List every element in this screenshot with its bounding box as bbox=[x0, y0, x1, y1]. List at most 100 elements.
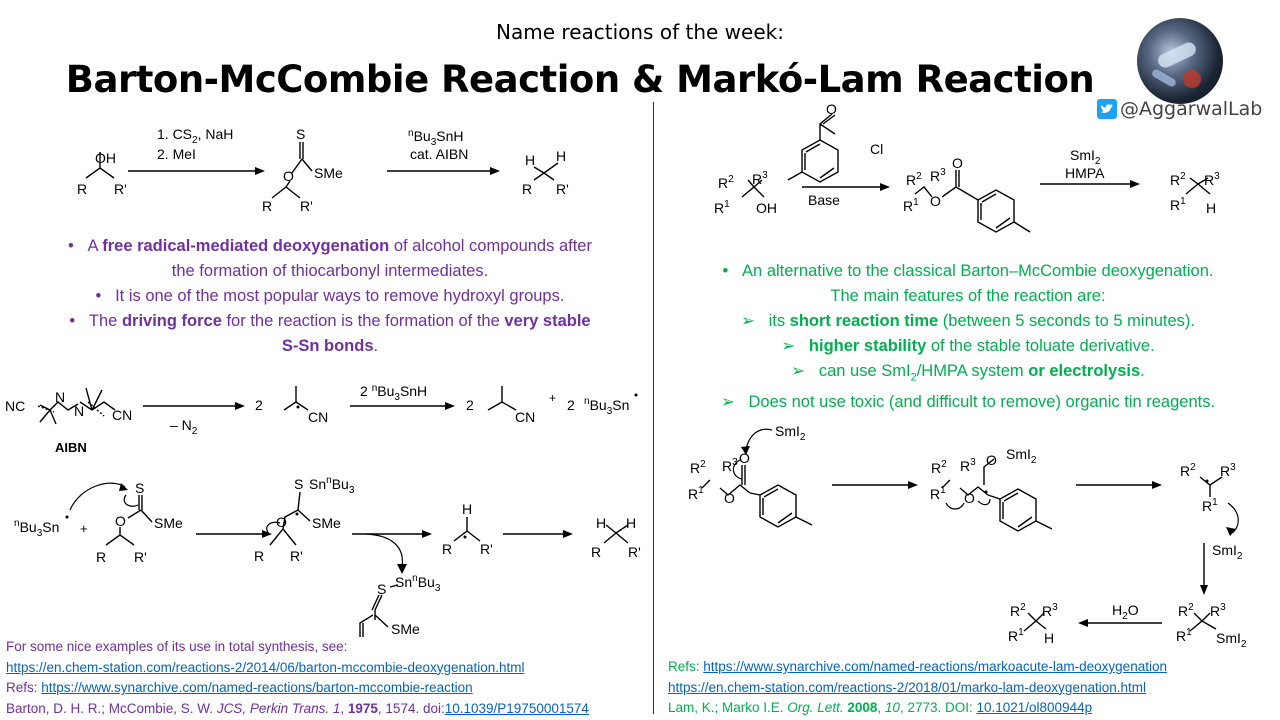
ketyl-ester-o: O bbox=[964, 490, 975, 506]
reference-link[interactable]: https://www.synarchive.com/named-reactio… bbox=[41, 680, 473, 695]
radical-dot bbox=[634, 393, 638, 397]
xanthate-sme: SMe bbox=[154, 515, 183, 531]
ester-o: O bbox=[930, 193, 941, 209]
alkane-h: H bbox=[525, 152, 535, 168]
alkane-r-prime: R' bbox=[556, 181, 569, 197]
alkane-h: H bbox=[626, 515, 636, 531]
adduct-r: R bbox=[254, 548, 264, 564]
byproduct-sn: SnnBu3 bbox=[395, 573, 441, 594]
curly-arrow bbox=[732, 459, 743, 480]
twitter-bird-icon bbox=[1097, 99, 1117, 119]
avatar-highlight bbox=[1183, 70, 1201, 88]
alcohol-r1: R1 bbox=[714, 199, 730, 216]
avatar[interactable] bbox=[1137, 18, 1223, 104]
marko-lam-scheme: O Cl Base R2 R3 R1 OH R2 R3 R1 O O SmI2 … bbox=[714, 102, 1220, 233]
ester-r2: R2 bbox=[906, 171, 922, 188]
product-cn: CN bbox=[515, 409, 535, 425]
twitter-handle[interactable]: @AggarwalLab bbox=[1097, 98, 1262, 120]
ketyl-radical bbox=[941, 458, 1053, 532]
radical-dot bbox=[295, 512, 299, 516]
bullet-item: • It is one of the most popular ways to … bbox=[95, 287, 565, 305]
reference-link[interactable]: https://en.chem-station.com/reactions-2/… bbox=[6, 659, 525, 675]
radical-r2: R2 bbox=[1180, 462, 1196, 479]
curly-arrow bbox=[69, 482, 126, 511]
radical-r: R bbox=[442, 541, 452, 557]
ketyl-smi2: SmI2 bbox=[1006, 446, 1037, 466]
adduct-s: S bbox=[294, 476, 303, 492]
tin-byproduct bbox=[359, 584, 399, 637]
bullet-item: ➢ can use SmI2/HMPA system or electrolys… bbox=[791, 362, 1145, 384]
xanthate-r-prime: R' bbox=[300, 198, 313, 214]
ketyl-o: O bbox=[986, 452, 997, 468]
radical-r3: R3 bbox=[1220, 462, 1236, 479]
tin-radical: nBu3Sn bbox=[584, 396, 629, 417]
aibn-cn: CN bbox=[112, 407, 132, 423]
bullet-item: the formation of thiocarbonyl intermedia… bbox=[171, 262, 489, 280]
adduct-sme: SMe bbox=[312, 515, 341, 531]
tin-hydride-reagent: nBu3SnH bbox=[408, 128, 463, 148]
doi-link[interactable]: 10.1039/P19750001574 bbox=[444, 700, 589, 716]
aibn-label: AIBN bbox=[55, 440, 87, 455]
toluate-ester bbox=[914, 170, 1031, 233]
reference-link[interactable]: https://www.synarchive.com/named-reactio… bbox=[703, 659, 1167, 674]
doi-link[interactable]: 10.1021/ol800944p bbox=[976, 700, 1093, 715]
radical-r1: R1 bbox=[1202, 497, 1218, 514]
arrow-head bbox=[235, 402, 245, 410]
alcohol-r2: R2 bbox=[718, 174, 734, 191]
sm-r2: R2 bbox=[1178, 602, 1194, 619]
xanthate-r-prime: R' bbox=[134, 549, 147, 565]
arrow-head bbox=[1130, 180, 1140, 188]
smi2-reagent: SmI2 bbox=[1070, 147, 1101, 167]
marko-lam-references: Refs: https://www.synarchive.com/named-r… bbox=[668, 657, 1278, 719]
arrow-head bbox=[119, 483, 128, 491]
acyl-cl: Cl bbox=[870, 141, 883, 157]
bullet-item: ➢ its short reaction time (between 5 sec… bbox=[740, 312, 1196, 330]
bullet-item: • A free radical-mediated deoxygenation … bbox=[68, 237, 592, 255]
alcohol-structure bbox=[85, 152, 115, 179]
product-r2: R2 bbox=[1170, 171, 1186, 188]
citation: Barton, D. H. R.; McCombie, S. W. JCS, P… bbox=[6, 700, 589, 716]
xanthate-r: R bbox=[96, 549, 106, 565]
byproduct-s: S bbox=[377, 581, 386, 597]
coefficient: 2 bbox=[466, 397, 474, 413]
alkane-product bbox=[1185, 177, 1211, 195]
page-title: Barton-McCombie Reaction & Markó-Lam Rea… bbox=[65, 58, 1095, 101]
arrow-head bbox=[880, 183, 890, 191]
reference-link[interactable]: https://en.chem-station.com/reactions-2/… bbox=[668, 679, 1146, 695]
coefficient: 2 bbox=[567, 397, 575, 413]
xanthate-r: R bbox=[262, 198, 272, 214]
cyanopropyl-radical bbox=[283, 386, 309, 411]
aibn-nc: NC bbox=[5, 398, 25, 414]
alkane-r1: R1 bbox=[1008, 627, 1024, 644]
nitrogen-loss: – N2 bbox=[170, 417, 198, 437]
ketyl-r3: R3 bbox=[960, 457, 976, 474]
xanthate-structure bbox=[105, 495, 153, 546]
water-reagent: H2O bbox=[1112, 602, 1139, 622]
plus-sign: + bbox=[80, 521, 88, 536]
bullet-item: S-Sn bonds. bbox=[281, 337, 379, 355]
radical-r-prime: R' bbox=[480, 541, 493, 557]
ester-carbonyl-o: O bbox=[952, 155, 963, 171]
twitter-handle-text: @AggarwalLab bbox=[1120, 98, 1263, 120]
isobutyronitrile bbox=[487, 386, 517, 411]
arrow-head bbox=[908, 481, 918, 489]
alkane-structure bbox=[533, 162, 559, 181]
bullet-item: • An alternative to the classical Barton… bbox=[722, 262, 1214, 280]
radical-dot bbox=[296, 405, 300, 409]
organosamarium bbox=[1189, 612, 1217, 632]
adduct-sn: SnnBu3 bbox=[309, 475, 355, 496]
plus-sign: + bbox=[549, 391, 556, 405]
ester-r3: R3 bbox=[722, 457, 738, 474]
adduct-radical bbox=[266, 491, 311, 546]
alkane-r: R bbox=[591, 544, 601, 560]
acyl-o: O bbox=[826, 102, 837, 117]
aibn-reagent: cat. AIBN bbox=[410, 146, 468, 162]
xanthate-o: O bbox=[115, 513, 126, 529]
alkyl-radical bbox=[1199, 476, 1223, 497]
arrow-head bbox=[1078, 619, 1088, 627]
radical-cn: CN bbox=[308, 409, 328, 425]
ester-r3: R3 bbox=[930, 167, 946, 184]
radical-dot bbox=[984, 490, 988, 494]
alkane-structure bbox=[603, 524, 629, 544]
sm-r1: R1 bbox=[1176, 627, 1192, 644]
